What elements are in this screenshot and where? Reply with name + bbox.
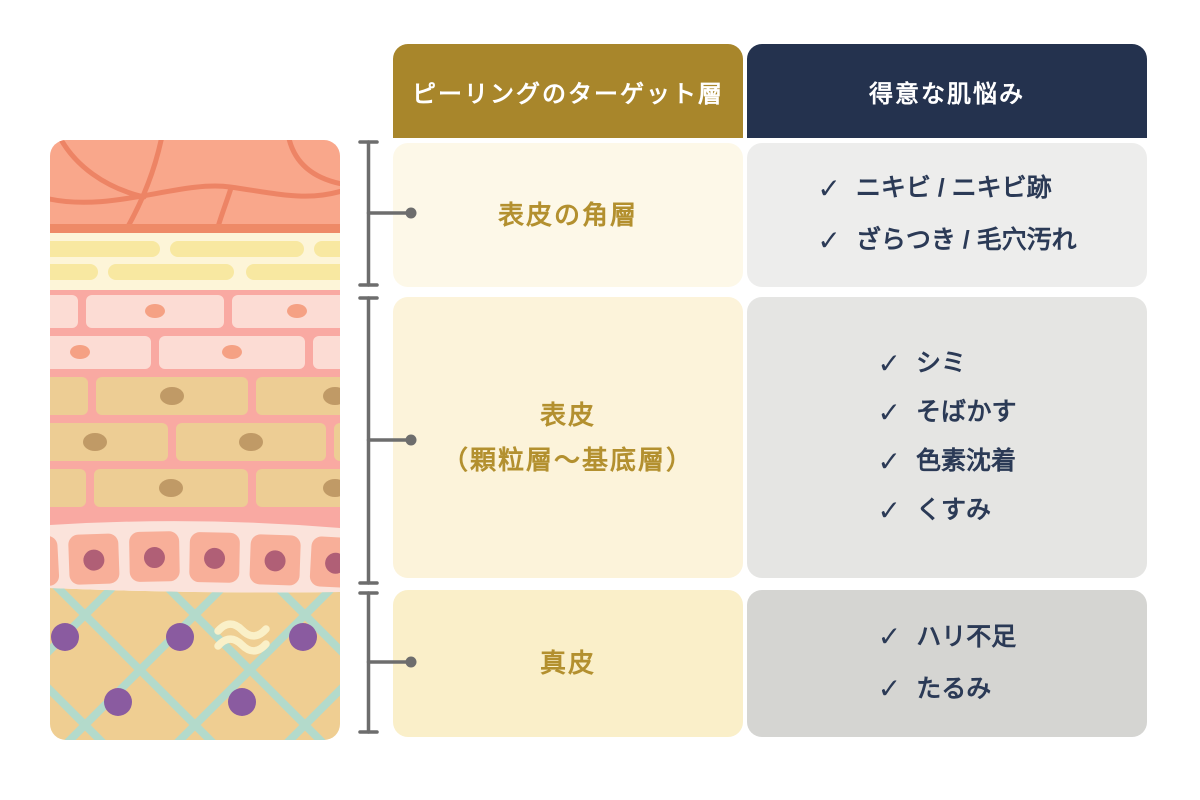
concern-item: ✓ 色素沈着 xyxy=(878,445,1016,480)
check-icon: ✓ xyxy=(877,445,901,477)
concern-text: ニキビ / ニキビ跡 xyxy=(855,174,1052,203)
column-header-skin-concerns-label: 得意な肌悩み xyxy=(869,80,1025,108)
layer-cell-epidermis: 表皮 （顆粒層〜基底層） xyxy=(393,297,743,578)
granular-layer xyxy=(50,233,340,290)
dermis-cell-dots xyxy=(51,623,317,716)
check-icon: ✓ xyxy=(817,172,841,204)
concern-text: ざらつき / 毛穴汚れ xyxy=(855,226,1077,255)
connector-dot xyxy=(405,207,417,219)
concern-text: 色素沈着 xyxy=(915,447,1016,476)
check-icon: ✓ xyxy=(817,224,841,256)
concern-text: そばかす xyxy=(915,398,1017,427)
check-icon: ✓ xyxy=(877,621,902,652)
concern-text: シミ xyxy=(915,349,966,378)
layer-cell-dermis: 真皮 xyxy=(393,590,743,737)
skin-cross-section-illustration xyxy=(50,140,340,740)
column-header-target-layer: ピーリングのターゲット層 xyxy=(393,44,743,138)
column-header-skin-concerns: 得意な肌悩み xyxy=(747,44,1147,138)
concern-item: ✓ ざらつき / 毛穴汚れ xyxy=(817,224,1076,259)
check-icon: ✓ xyxy=(877,347,901,379)
concern-text: くすみ xyxy=(915,496,991,525)
concern-item: ✓ シミ xyxy=(878,347,966,382)
layer-cell-stratum-corneum: 表皮の角層 xyxy=(393,143,743,287)
layer-label: 表皮の角層 xyxy=(497,199,638,230)
concern-cell-dermis: ✓ ハリ不足 ✓ たるみ xyxy=(747,590,1147,737)
epidermis-brick-layers xyxy=(50,290,340,540)
layer-label: 真皮 xyxy=(539,648,596,679)
approx-squiggle-icon xyxy=(214,620,270,655)
concern-cell-epidermis: ✓ シミ ✓ そばかす ✓ 色素沈着 ✓ くすみ xyxy=(747,297,1147,578)
bracket-dermis xyxy=(358,591,410,734)
concern-item: ✓ たるみ xyxy=(878,672,991,707)
layer-label-line1: 表皮 xyxy=(539,400,596,431)
connector-dot xyxy=(405,656,417,668)
dermis-layer xyxy=(50,588,340,740)
concern-list: ✓ シミ ✓ そばかす ✓ 色素沈着 ✓ くすみ xyxy=(878,347,1017,529)
concern-item: ✓ ハリ不足 xyxy=(878,620,1016,655)
column-header-target-layer-label: ピーリングのターゲット層 xyxy=(412,80,724,108)
bracket-stratum-corneum xyxy=(358,140,410,287)
connector-dot xyxy=(405,434,417,446)
basal-layer xyxy=(50,521,340,593)
concern-item: ✓ ニキビ / ニキビ跡 xyxy=(817,172,1051,207)
layer-brackets xyxy=(358,140,417,734)
concern-cell-stratum-corneum: ✓ ニキビ / ニキビ跡 ✓ ざらつき / 毛穴汚れ xyxy=(747,143,1147,287)
layer-label-line2: （顆粒層〜基底層） xyxy=(441,444,694,475)
check-icon: ✓ xyxy=(877,673,902,704)
concern-list: ✓ ハリ不足 ✓ たるみ xyxy=(878,620,1016,707)
check-icon: ✓ xyxy=(877,396,901,428)
check-icon: ✓ xyxy=(877,494,901,526)
concern-text: ハリ不足 xyxy=(916,622,1017,651)
concern-text: たるみ xyxy=(916,674,992,703)
bracket-epidermis xyxy=(358,296,410,585)
concern-item: ✓ くすみ xyxy=(878,494,991,529)
concern-item: ✓ そばかす xyxy=(878,396,1017,431)
stratum-corneum-layer xyxy=(50,140,340,233)
concern-list: ✓ ニキビ / ニキビ跡 ✓ ざらつき / 毛穴汚れ xyxy=(817,172,1076,259)
